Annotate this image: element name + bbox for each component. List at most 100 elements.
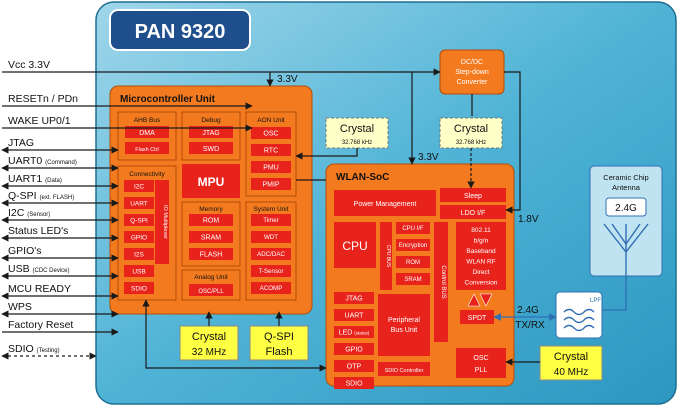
conn-item-label: I2S — [134, 251, 144, 258]
wlan-io-item-box — [334, 309, 374, 321]
debug-group — [181, 111, 241, 161]
aon-item-box — [251, 127, 291, 139]
crystal-32k-a-title: Crystal — [340, 123, 374, 135]
wlan-io-item-box — [334, 343, 374, 355]
left-signal-label: UART0 (Command) — [8, 155, 77, 167]
aon-item-box — [251, 144, 291, 156]
sleep-box — [440, 188, 506, 202]
conn-item-box — [124, 214, 154, 226]
left-signal-label: WAKE UP0/1 — [8, 115, 71, 127]
mem-item-box — [189, 231, 233, 243]
conn-item-label: SDIO — [131, 285, 147, 292]
module-title: PAN 9320 — [135, 21, 226, 43]
sys-item-box — [251, 231, 291, 243]
aon-item-box — [251, 178, 291, 190]
crystal-40mhz-box — [539, 345, 603, 381]
conn-item-box — [124, 197, 154, 209]
left-signal-note: (CDC Device) — [33, 268, 70, 274]
sys-item-box — [251, 282, 291, 294]
rf-label-1: 2.4G — [517, 305, 539, 316]
dma-box — [125, 126, 169, 138]
left-wires — [1, 102, 253, 360]
wlan-io-item-label: JTAG — [345, 295, 362, 302]
swd-box — [189, 142, 233, 154]
analog-title: Analog Unit — [194, 274, 228, 281]
crystal-32k-b-title: Crystal — [454, 123, 488, 135]
conn-item-label: Q-SPI — [130, 217, 148, 224]
analog-osc-label: OSC/PLL — [198, 289, 224, 295]
left-signal-label: Q-SPI (ext. FLASH) — [8, 190, 74, 202]
conn-item-label: I2C — [134, 183, 144, 190]
left-signal-label: UART1 (Data) — [8, 173, 62, 185]
conn-item-label: USB — [132, 268, 145, 275]
power-mgmt-label: Power Management — [354, 201, 417, 208]
dcdc-line2: Step-down — [455, 69, 489, 76]
dcdc-line1: DC/DC — [461, 59, 483, 66]
wlan-osc-line1: OSC — [473, 355, 488, 362]
left-signal-note: (ext. FLASH) — [40, 195, 75, 201]
memory-title: Memory — [199, 206, 223, 213]
crystal-40mhz-freq: 40 MHz — [554, 367, 588, 378]
wlan-enc-item-box — [396, 256, 430, 268]
io-mux-label: IO Multiplexer — [162, 205, 168, 239]
radio-line: 802.11 — [471, 227, 491, 234]
ldo-label: LDO I/F — [461, 210, 486, 217]
wlan-enc-item-box — [396, 239, 430, 251]
wlan-osc-line2: PLL — [475, 367, 488, 374]
left-signal-label: USB (CDC Device) — [8, 263, 70, 275]
ahb-title: AHB Bus — [134, 117, 161, 124]
antenna-band-label: 2.4G — [615, 203, 637, 214]
antenna-band-box — [605, 197, 647, 217]
wlan-io-item-label: UART — [345, 312, 365, 319]
swd-label: SWD — [203, 146, 219, 153]
peripheral-line1: Peripheral — [388, 317, 420, 324]
ldo-box — [440, 205, 506, 219]
left-signal-label: WPS — [8, 301, 32, 313]
power-mgmt-box — [334, 190, 436, 216]
antenna-title2: Antenna — [612, 183, 641, 192]
sys-item-label: ADC/DAC — [257, 251, 285, 258]
sdio-controller-box — [378, 362, 430, 376]
wlan-io-item-label: OTP — [347, 363, 362, 370]
mcu-title: Microcontroller Unit — [120, 94, 216, 105]
left-signal-label: Vcc 3.3V — [8, 59, 50, 71]
wlan-enc-item-label: SRAM — [404, 277, 421, 283]
left-signal-label: JTAG — [8, 137, 34, 149]
rf-wires — [493, 262, 627, 321]
radio-box — [456, 222, 506, 290]
wires — [2, 68, 540, 372]
radio-line: Baseband — [466, 248, 496, 255]
qspi-flash-line2: Flash — [266, 346, 293, 358]
sys-item-box — [251, 265, 291, 277]
mem-item-label: SRAM — [201, 234, 221, 241]
wlan-title: WLAN-SoC — [336, 172, 389, 183]
crystal-32k-b-box — [439, 117, 503, 149]
crystal-40mhz-title: Crystal — [554, 351, 588, 363]
left-signal-label: I2C (Sensor) — [8, 207, 50, 219]
control-bus-label: Control BUS — [440, 265, 446, 298]
wlan-io-item-label: GPIO — [345, 346, 363, 353]
v33-wlan-label: 3.3V — [418, 152, 439, 163]
left-signal-label: SDIO (Testing) — [8, 343, 60, 355]
lpf-label: LPF — [590, 298, 601, 304]
mpu-box — [182, 164, 240, 198]
mem-item-label: ROM — [203, 217, 220, 224]
aon-item-label: PMU — [263, 164, 279, 171]
wlan-enc-item-box — [396, 273, 430, 285]
antenna-icon — [603, 223, 649, 262]
crystal-32k-a-box — [325, 117, 389, 149]
radio-line: Conversion — [465, 280, 498, 287]
mem-item-box — [189, 248, 233, 260]
system-title: System Unit — [253, 206, 288, 213]
cpu-bus-bar — [380, 222, 392, 290]
mpu-label: MPU — [198, 175, 225, 189]
connectivity-title: Connectivity — [129, 171, 165, 178]
title-box — [109, 9, 251, 51]
spdt-label: SPDT — [468, 315, 487, 322]
wlan-enc-item-label: ROM — [406, 260, 420, 266]
flash-ctrl-label: Flash Ctrl — [135, 147, 159, 153]
wlan-io-item-box — [334, 377, 374, 389]
debug-title: Debug — [201, 117, 221, 124]
conn-item-box — [124, 231, 154, 243]
